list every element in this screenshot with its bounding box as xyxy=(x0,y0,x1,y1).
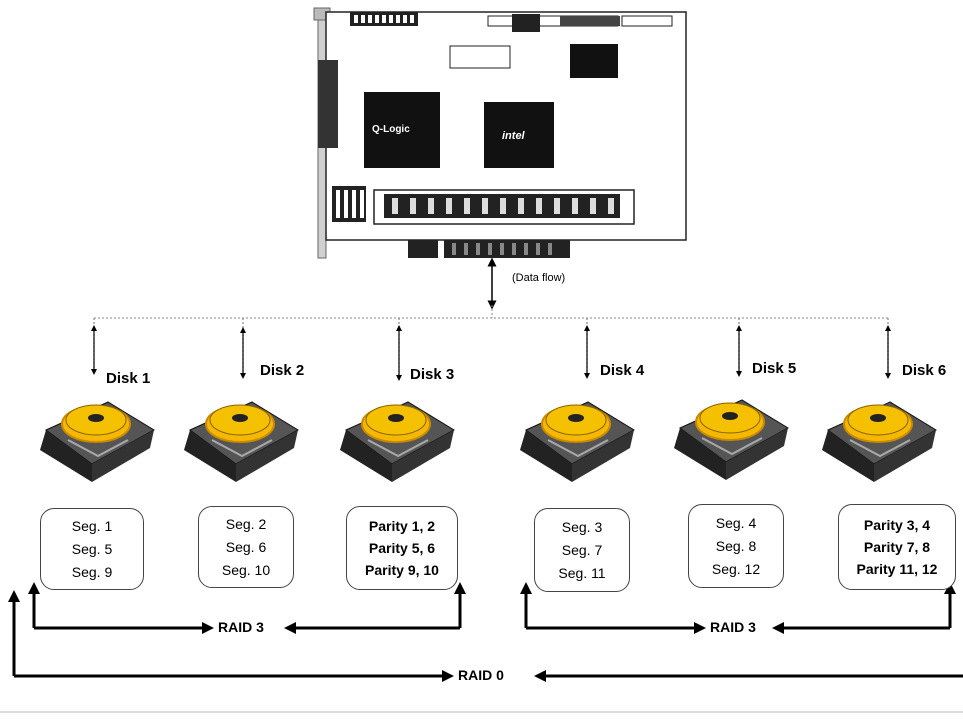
disk-6-label: Disk 6 xyxy=(902,362,947,379)
data-flow-label: (Data flow) xyxy=(512,272,566,284)
hard-disk-icon xyxy=(674,399,789,480)
disk-1-segments: Seg. 1 Seg. 5 Seg. 9 xyxy=(40,508,144,590)
disk-2-label: Disk 2 xyxy=(260,362,305,379)
disk-6-segments: Parity 3, 4 Parity 7, 8 Parity 11, 12 xyxy=(838,504,956,590)
raid3-group-1-label: RAID 3 xyxy=(218,619,264,635)
disk-4-label: Disk 4 xyxy=(600,362,645,379)
segment: Seg. 8 xyxy=(715,537,757,554)
segment: Seg. 12 xyxy=(711,560,761,577)
parity-segment: Parity 3, 4 xyxy=(863,517,931,533)
intel-chip-label: intel xyxy=(502,130,525,142)
parity-segment: Parity 11, 12 xyxy=(856,561,938,577)
hard-disk-icon xyxy=(340,401,455,482)
disk-3-segments: Parity 1, 2 Parity 5, 6 Parity 9, 10 xyxy=(346,506,458,590)
parity-segment: Parity 5, 6 xyxy=(368,540,436,556)
hard-disk-icon xyxy=(184,401,299,482)
hard-disk-icon xyxy=(822,401,937,482)
qlogic-chip-label: Q-Logic xyxy=(372,124,410,135)
segment: Seg. 3 xyxy=(561,518,603,535)
hard-disk-icon xyxy=(40,401,155,482)
segment: Seg. 2 xyxy=(225,515,267,532)
segment: Seg. 10 xyxy=(221,561,271,578)
segment: Seg. 7 xyxy=(561,541,603,558)
segment: Seg. 4 xyxy=(715,514,757,531)
segment: Seg. 1 xyxy=(71,517,113,534)
disk-5-segments: Seg. 4 Seg. 8 Seg. 12 xyxy=(688,504,784,588)
parity-segment: Parity 9, 10 xyxy=(365,562,439,578)
disk-2-segments: Seg. 2 Seg. 6 Seg. 10 xyxy=(198,506,294,588)
disk-4-segments: Seg. 3 Seg. 7 Seg. 11 xyxy=(534,508,630,592)
segment: Seg. 5 xyxy=(71,540,113,557)
disk-5-label: Disk 5 xyxy=(752,360,797,377)
raid0-label: RAID 0 xyxy=(458,667,504,683)
disk-1-label: Disk 1 xyxy=(106,370,151,387)
raid3-group-2-label: RAID 3 xyxy=(710,619,756,635)
parity-segment: Parity 1, 2 xyxy=(368,518,436,534)
segment: Seg. 11 xyxy=(558,564,606,581)
segment: Seg. 6 xyxy=(225,538,267,555)
disk-3-label: Disk 3 xyxy=(410,366,455,383)
hard-disk-icon xyxy=(520,401,635,482)
parity-segment: Parity 7, 8 xyxy=(863,539,931,555)
segment: Seg. 9 xyxy=(71,563,113,580)
